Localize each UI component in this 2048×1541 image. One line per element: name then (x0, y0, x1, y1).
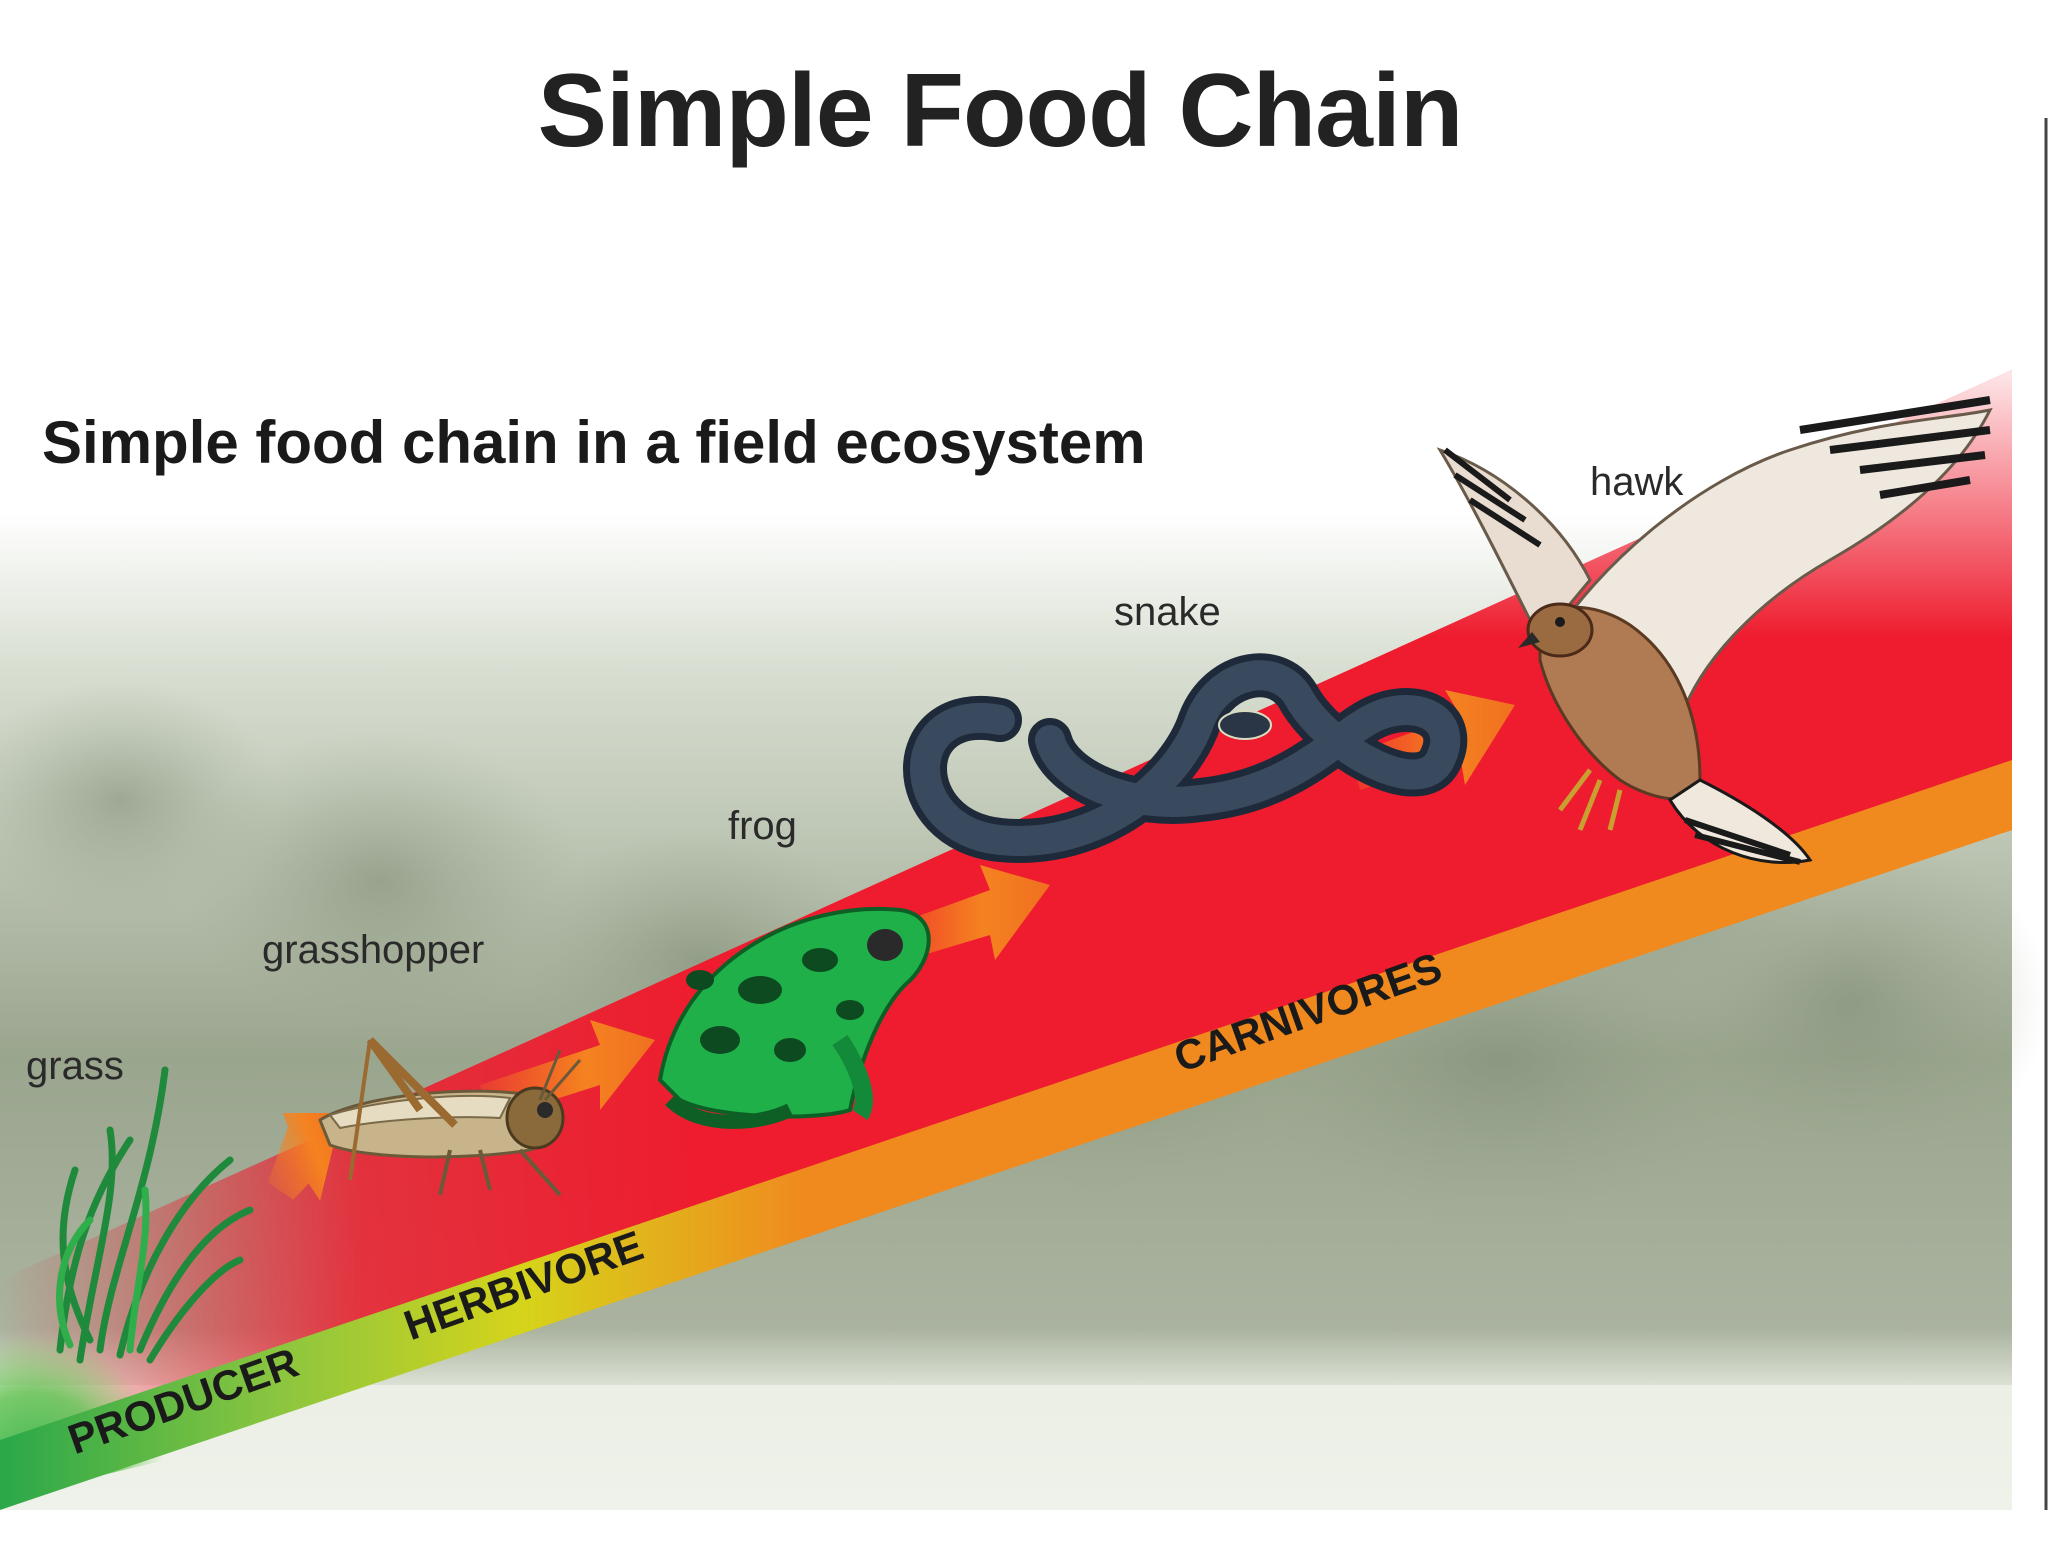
page-title: Simple Food Chain (0, 52, 2000, 171)
diagram-subtitle: Simple food chain in a field ecosystem (42, 408, 1146, 477)
label-grasshopper: grasshopper (262, 928, 484, 973)
label-frog: frog (728, 804, 797, 849)
label-grass: grass (26, 1044, 124, 1089)
label-snake: snake (1114, 590, 1221, 635)
label-hawk: hawk (1590, 460, 1683, 505)
